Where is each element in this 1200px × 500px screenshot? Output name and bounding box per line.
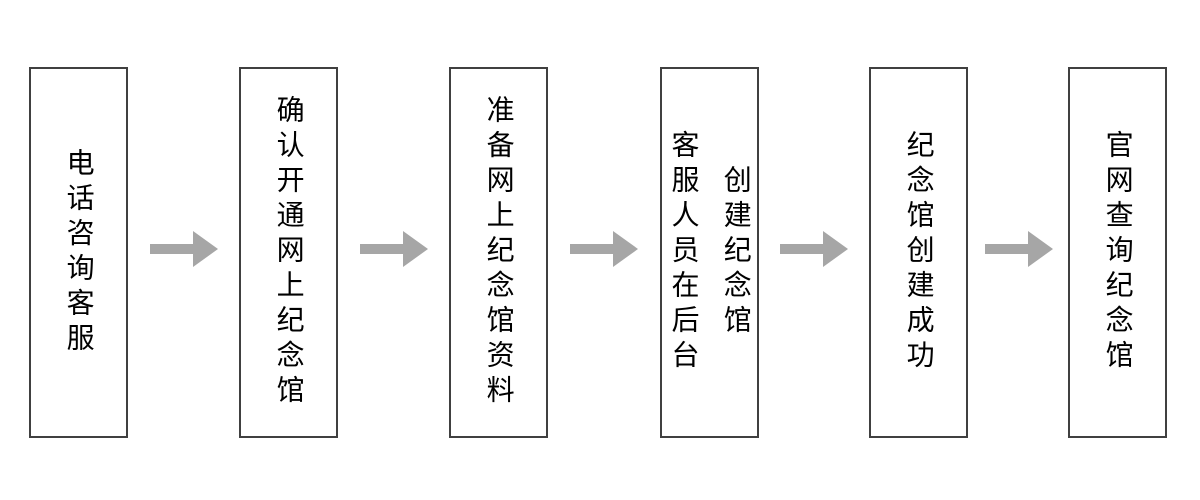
flow-step-confirm-open: 确认开通网上纪念馆	[239, 67, 338, 438]
right-arrow-icon	[985, 231, 1053, 267]
flow-step-create-success: 纪念馆创建成功	[869, 67, 968, 438]
right-arrow-icon	[780, 231, 848, 267]
flow-step-staff-create: 客服人员在后台 创建纪念馆	[660, 67, 759, 438]
right-arrow-icon	[360, 231, 428, 267]
flow-step-label: 官网查询纪念馆	[1102, 130, 1134, 375]
flow-step-label-line-1: 客服人员在后台	[668, 130, 700, 375]
flow-step-label: 准备网上纪念馆资料	[483, 95, 515, 410]
right-arrow-icon	[150, 231, 218, 267]
flow-step-official-site-query: 官网查询纪念馆	[1068, 67, 1167, 438]
flow-step-label-line-2: 创建纪念馆	[720, 165, 752, 340]
flow-step-phone-consult: 电话咨询客服	[29, 67, 128, 438]
flow-step-label: 电话咨询客服	[63, 147, 95, 358]
flow-step-label: 纪念馆创建成功	[903, 130, 935, 375]
flow-step-label: 确认开通网上纪念馆	[273, 95, 305, 410]
flow-step-prepare-materials: 准备网上纪念馆资料	[449, 67, 548, 438]
right-arrow-icon	[570, 231, 638, 267]
